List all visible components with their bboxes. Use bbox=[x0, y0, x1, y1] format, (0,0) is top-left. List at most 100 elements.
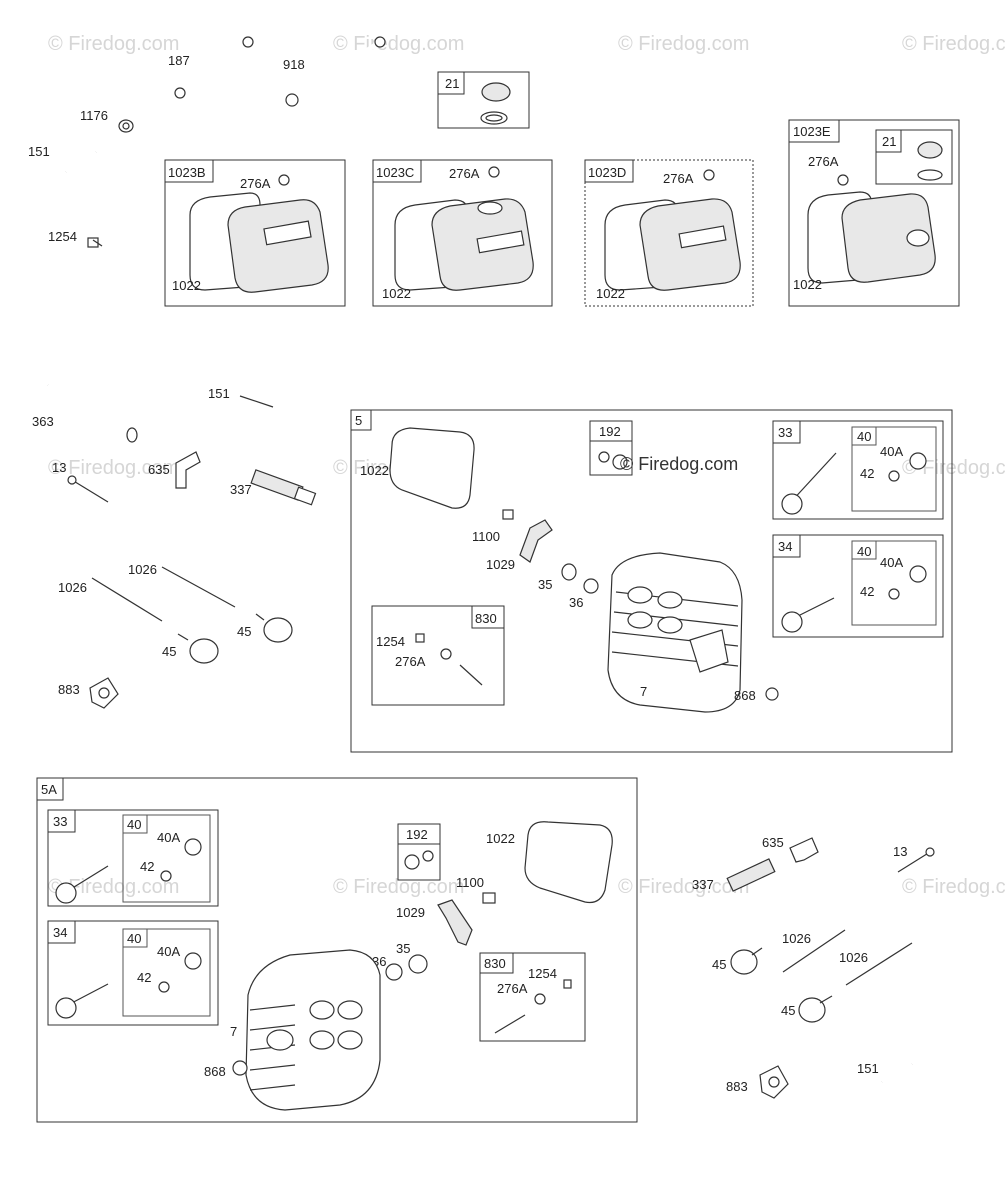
label-45: 45 bbox=[781, 1003, 795, 1018]
part-45-tappet bbox=[177, 633, 219, 664]
center-watermark: © Firedog.com bbox=[620, 454, 738, 474]
label-151: 151 bbox=[857, 1061, 879, 1076]
box-33-sub40: 40 bbox=[127, 817, 141, 832]
label-337: 337 bbox=[230, 482, 252, 497]
part-1254-screw bbox=[87, 237, 103, 248]
label-1022: 1022 bbox=[382, 286, 411, 301]
label-1254: 1254 bbox=[376, 634, 405, 649]
label-1022: 1022 bbox=[596, 286, 625, 301]
label-1100: 1100 bbox=[456, 875, 484, 890]
box-1023E-title: 1023E bbox=[793, 124, 831, 139]
box-33-title: 33 bbox=[53, 814, 67, 829]
watermark: © Firedog.com bbox=[618, 876, 749, 898]
label-45: 45 bbox=[162, 644, 176, 659]
part-7-cylinder-head bbox=[245, 949, 381, 1111]
watermark: © Firedog.com bbox=[902, 876, 1005, 898]
watermark: © Firedog.com bbox=[48, 876, 179, 898]
box-192-title: 192 bbox=[599, 424, 621, 439]
box-1023E-sub21-title: 21 bbox=[882, 134, 896, 149]
part-151-stud bbox=[65, 150, 97, 174]
label-42: 42 bbox=[137, 970, 151, 985]
label-7: 7 bbox=[640, 684, 647, 699]
left-middle-section: 363 151 635 13 337 1026 1026 45 45 bbox=[32, 380, 317, 709]
part-1176-grommet bbox=[118, 119, 134, 133]
box-1023B-title: 1023B bbox=[168, 165, 206, 180]
box-192-title: 192 bbox=[406, 827, 428, 842]
top-section: 187 918 1176 151 1254 21 bbox=[28, 36, 960, 307]
label-1029: 1029 bbox=[486, 557, 515, 572]
label-1026: 1026 bbox=[58, 580, 87, 595]
label-45: 45 bbox=[712, 957, 726, 972]
label-42: 42 bbox=[860, 466, 874, 481]
watermark: © Firedog.com bbox=[618, 33, 749, 55]
box-34-sub40: 40 bbox=[857, 544, 871, 559]
watermarks: © Firedog.com © Firedog.com © Firedog.co… bbox=[48, 33, 1005, 898]
label-276A: 276A bbox=[808, 154, 839, 169]
label-1029: 1029 bbox=[396, 905, 425, 920]
box-830-title: 830 bbox=[484, 956, 506, 971]
part-363-breather-tube bbox=[45, 380, 138, 443]
label-40A: 40A bbox=[880, 444, 903, 459]
part-7-cylinder-head bbox=[607, 552, 743, 713]
part-883-gasket bbox=[89, 677, 119, 709]
label-42: 42 bbox=[860, 584, 874, 599]
label-40A: 40A bbox=[157, 830, 180, 845]
label-7: 7 bbox=[230, 1024, 237, 1039]
watermark: © Firedog.com bbox=[48, 457, 179, 479]
label-363: 363 bbox=[32, 414, 54, 429]
label-13: 13 bbox=[52, 460, 66, 475]
box-33-sub40: 40 bbox=[857, 429, 871, 444]
label-1022: 1022 bbox=[793, 277, 822, 292]
label-36: 36 bbox=[569, 595, 583, 610]
part-187-dipstick-tube bbox=[174, 36, 254, 99]
label-1022: 1022 bbox=[172, 278, 201, 293]
label-635: 635 bbox=[762, 835, 784, 850]
label-187: 187 bbox=[168, 53, 190, 68]
label-883: 883 bbox=[58, 682, 80, 697]
label-40A: 40A bbox=[880, 555, 903, 570]
box-5-cylinder-head: 5 1022 192 © Firedog.com 1100 1029 35 36… bbox=[350, 409, 953, 753]
box-34-sub40: 40 bbox=[127, 931, 141, 946]
label-1176: 1176 bbox=[80, 108, 108, 123]
box-830-title: 830 bbox=[475, 611, 497, 626]
label-276A: 276A bbox=[449, 166, 480, 181]
box-1023B-valve-cover: 1023B 276A 1022 bbox=[164, 159, 346, 307]
label-1026: 1026 bbox=[782, 931, 811, 946]
part-337-spark-plug bbox=[250, 469, 317, 506]
box-21-title: 21 bbox=[445, 76, 459, 91]
watermark: © Firedog.com bbox=[902, 457, 1005, 479]
box-1023C-title: 1023C bbox=[376, 165, 414, 180]
part-635-spark-plug-boot bbox=[175, 451, 201, 489]
label-1026: 1026 bbox=[128, 562, 157, 577]
label-1254: 1254 bbox=[48, 229, 77, 244]
label-635: 635 bbox=[148, 462, 170, 477]
label-45: 45 bbox=[237, 624, 251, 639]
box-1023D-valve-cover: 1023D 276A 1022 bbox=[584, 159, 754, 307]
label-151: 151 bbox=[208, 386, 230, 401]
label-1026: 1026 bbox=[839, 950, 868, 965]
label-35: 35 bbox=[396, 941, 410, 956]
label-1022: 1022 bbox=[486, 831, 515, 846]
label-337: 337 bbox=[692, 877, 714, 892]
label-868: 868 bbox=[204, 1064, 226, 1079]
box-21-oil-fill-cap: 21 bbox=[437, 71, 530, 129]
part-45-tappet bbox=[255, 613, 293, 643]
label-918: 918 bbox=[283, 57, 305, 72]
box-1023C-valve-cover: 1023C 276A 1022 bbox=[372, 159, 553, 307]
box-33-title: 33 bbox=[778, 425, 792, 440]
watermark: © Firedog.com bbox=[902, 33, 1005, 55]
box-34-title: 34 bbox=[53, 925, 67, 940]
label-151: 151 bbox=[28, 144, 50, 159]
box-1023D-title: 1023D bbox=[588, 165, 626, 180]
watermark: © Firedog.com bbox=[48, 33, 179, 55]
right-bottom-section: 635 13 337 1026 1026 45 45 883 151 bbox=[692, 835, 935, 1099]
label-1100: 1100 bbox=[472, 529, 500, 544]
box-1023E-valve-cover: 1023E 21 276A 1022 bbox=[788, 119, 960, 307]
box-34-title: 34 bbox=[778, 539, 792, 554]
label-883: 883 bbox=[726, 1079, 748, 1094]
label-276A: 276A bbox=[395, 654, 426, 669]
box-5-title: 5 bbox=[355, 413, 362, 428]
label-276A: 276A bbox=[497, 981, 528, 996]
label-35: 35 bbox=[538, 577, 552, 592]
